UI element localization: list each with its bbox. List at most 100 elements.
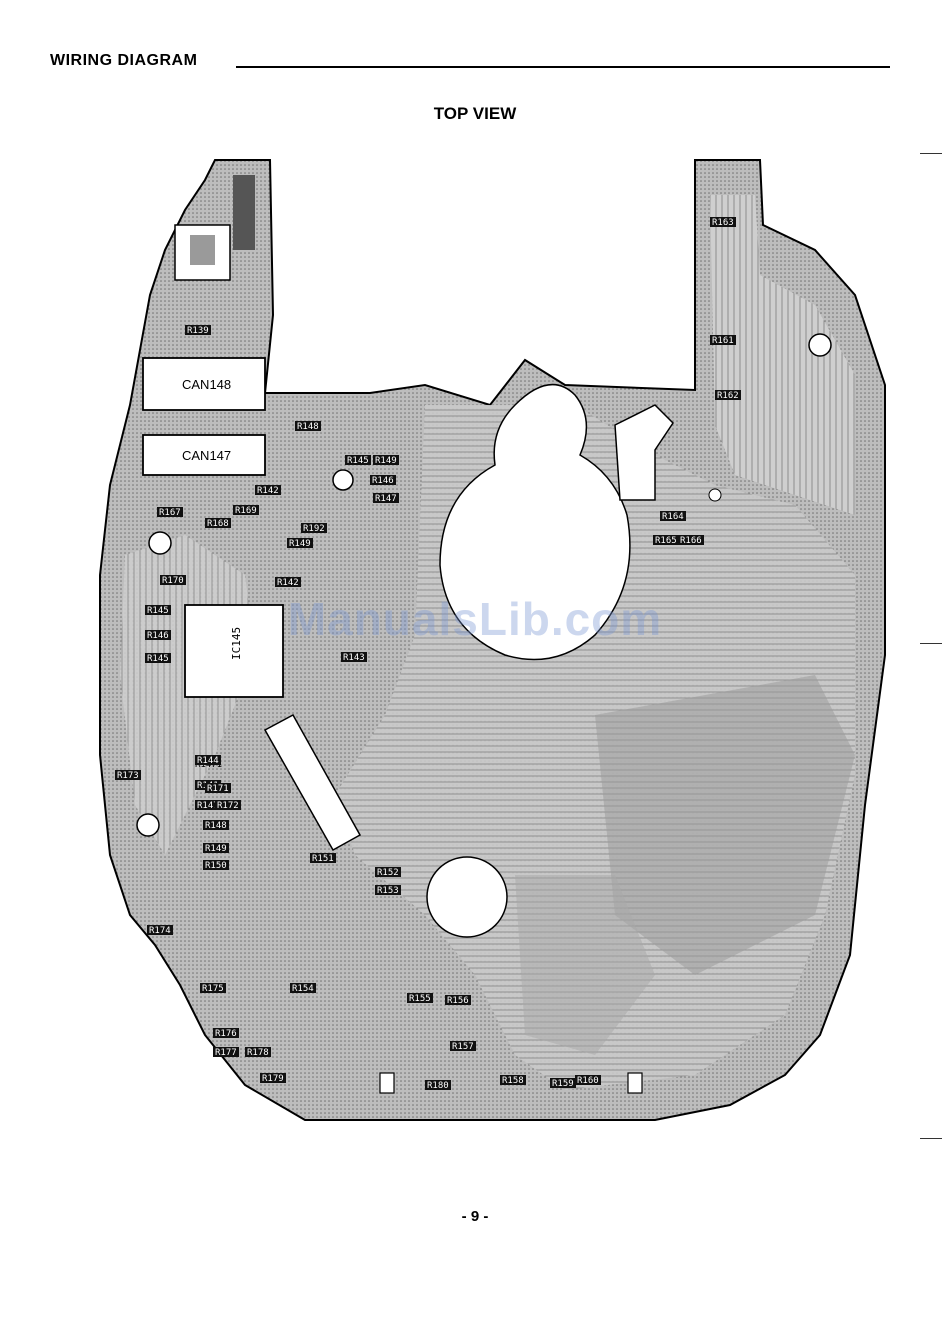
- component-label: R173: [117, 771, 139, 781]
- component-marker: R149: [287, 538, 313, 549]
- component-marker: R158: [500, 1075, 526, 1086]
- header: WIRING DIAGRAM: [50, 52, 890, 72]
- component-body: [203, 820, 229, 830]
- component-marker: R167: [157, 507, 183, 518]
- component-label: R157: [452, 1042, 474, 1052]
- component-marker: R146: [370, 475, 396, 486]
- component-label: R149: [375, 456, 397, 466]
- component-label: R153: [377, 886, 399, 896]
- component-marker: R168: [205, 518, 231, 529]
- component-body: [115, 770, 141, 780]
- component-marker: R145: [145, 605, 171, 616]
- component-marker: R179: [260, 1073, 286, 1084]
- component-body: [295, 421, 321, 431]
- component-body: [160, 575, 186, 585]
- component-label: R171: [207, 784, 229, 794]
- component-label: R151: [312, 854, 334, 864]
- component-markers: R139R148R145R146R147R149R142R192R149R142…: [115, 217, 741, 1091]
- component-label: R149: [289, 539, 311, 549]
- component-body: [213, 1028, 239, 1038]
- component-label: R142: [257, 486, 279, 496]
- component-marker: R143: [341, 652, 367, 663]
- component-label: R147: [375, 494, 397, 504]
- component-label: R144: [197, 756, 219, 766]
- component-label: R180: [427, 1081, 449, 1091]
- component-marker: R166: [678, 535, 704, 546]
- component-marker: R170: [160, 575, 186, 586]
- component-label: R147: [197, 801, 219, 811]
- component-body: [341, 652, 367, 662]
- component-body: [310, 853, 336, 863]
- component-label: R192: [303, 524, 325, 534]
- component-body: [345, 455, 371, 465]
- component-label: R170: [162, 576, 184, 586]
- component-marker: R150: [203, 860, 229, 871]
- component-body: [145, 653, 171, 663]
- component-marker: R147: [195, 800, 221, 811]
- component-body: [275, 577, 301, 587]
- component-marker: R149: [373, 455, 399, 466]
- component-body: [375, 867, 401, 877]
- component-body: [550, 1078, 576, 1088]
- page-title: WIRING DIAGRAM: [50, 52, 198, 69]
- component-label: R166: [680, 536, 702, 546]
- component-label: R145: [147, 606, 169, 616]
- component-label: R143: [343, 653, 365, 663]
- component-label: R169: [235, 506, 257, 516]
- component-marker: R176: [213, 1028, 239, 1039]
- component-body: [245, 1047, 271, 1057]
- component-label: R150: [205, 861, 227, 871]
- component-body: [450, 1041, 476, 1051]
- component-body: [260, 1073, 286, 1083]
- component-body: [147, 925, 173, 935]
- component-label: R148: [297, 422, 319, 432]
- component-marker: R154: [290, 983, 316, 994]
- component-marker: R157: [450, 1041, 476, 1052]
- component-label: R160: [577, 1076, 599, 1086]
- component-label: R168: [207, 519, 229, 529]
- component-marker: R174: [147, 925, 173, 936]
- component-body: [195, 755, 221, 765]
- component-body: [290, 983, 316, 993]
- component-label: R178: [247, 1048, 269, 1058]
- component-body: [660, 511, 686, 521]
- component-body: [145, 605, 171, 615]
- component-body: [407, 993, 433, 1003]
- component-marker: R142: [255, 485, 281, 496]
- component-label: R145: [347, 456, 369, 466]
- component-body: [445, 995, 471, 1005]
- component-body: [233, 505, 259, 515]
- component-marker: R139: [185, 325, 211, 336]
- component-marker: R162: [715, 390, 741, 401]
- edge-mark-bottom: [920, 1138, 942, 1139]
- component-body: [375, 885, 401, 895]
- component-body: [203, 843, 229, 853]
- component-body: [710, 217, 736, 227]
- ic145-label: IC145: [230, 627, 243, 660]
- component-body: [575, 1075, 601, 1085]
- component-marker: R160: [575, 1075, 601, 1086]
- component-marker: R161: [710, 335, 736, 346]
- component-label: R154: [292, 984, 314, 994]
- component-marker: R147: [373, 493, 399, 504]
- component-marker: R151: [310, 853, 336, 864]
- component-marker: R159: [550, 1078, 576, 1089]
- component-body: [157, 507, 183, 517]
- component-marker: R180: [425, 1080, 451, 1091]
- component-label: R163: [712, 218, 734, 228]
- component-body: [255, 485, 281, 495]
- component-label: R152: [377, 868, 399, 878]
- component-body: [678, 535, 704, 545]
- center-cutout: [439, 383, 631, 661]
- component-label: R165: [655, 536, 677, 546]
- can147-label: CAN147: [182, 448, 231, 463]
- component-marker: R153: [375, 885, 401, 896]
- component-label: R179: [262, 1074, 284, 1084]
- component-marker: R173: [115, 770, 141, 781]
- component-body: [145, 630, 171, 640]
- component-marker: R172: [215, 800, 241, 811]
- component-body: [287, 538, 313, 548]
- component-body: [205, 518, 231, 528]
- component-marker: R163: [710, 217, 736, 228]
- component-body: [710, 335, 736, 345]
